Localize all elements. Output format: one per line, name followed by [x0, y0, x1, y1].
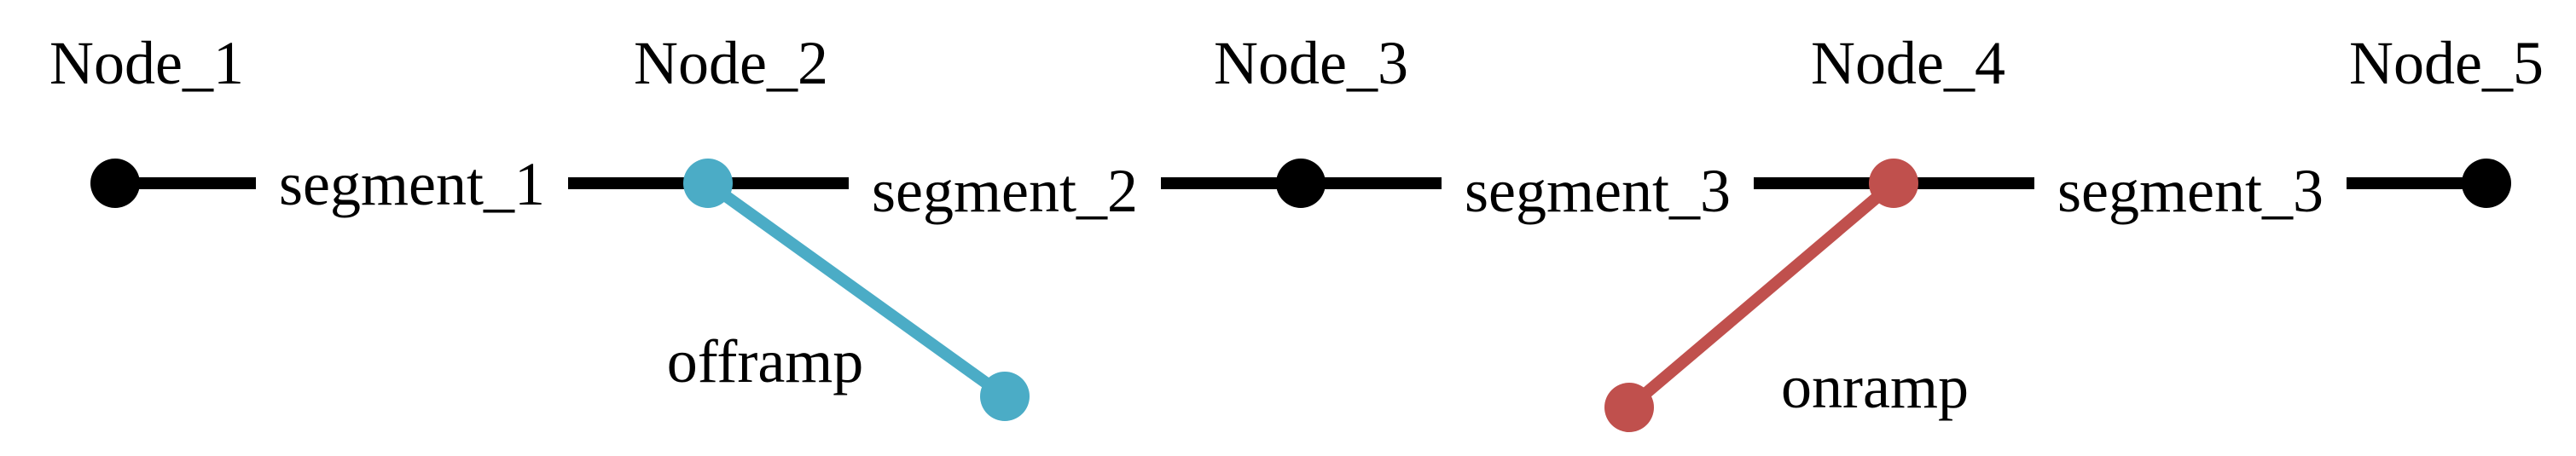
node-label-3: Node_3 — [1214, 29, 1408, 97]
offramp-line — [704, 178, 1009, 401]
offramp-label: offramp — [667, 327, 864, 395]
node-1-dot — [90, 159, 140, 208]
node-label-4: Node_4 — [1811, 29, 2005, 97]
onramp-end-dot — [1604, 383, 1654, 432]
segment-label-4-group: segment_3 — [2034, 156, 2347, 225]
onramp-label: onramp — [1781, 353, 1969, 421]
offramp-end-dot — [980, 372, 1030, 421]
node-2-dot — [683, 159, 733, 208]
node-label-1: Node_1 — [49, 29, 244, 97]
node-3-dot — [1276, 159, 1326, 208]
onramp-line — [1625, 178, 1898, 413]
node-label-5: Node_5 — [2349, 29, 2544, 97]
segment-label-3: segment_3 — [1465, 157, 1731, 225]
node-label-2: Node_2 — [634, 29, 828, 97]
node-5-dot — [2462, 159, 2511, 208]
segment-label-3-group: segment_3 — [1442, 156, 1754, 225]
segment-label-1: segment_1 — [279, 150, 545, 218]
segment-label-1-group: segment_1 — [256, 150, 568, 220]
segment-label-2-group: segment_2 — [849, 156, 1161, 225]
segment-label-2: segment_2 — [872, 157, 1138, 225]
node-4-dot — [1869, 159, 1918, 208]
segment-label-4: segment_3 — [2057, 157, 2324, 225]
